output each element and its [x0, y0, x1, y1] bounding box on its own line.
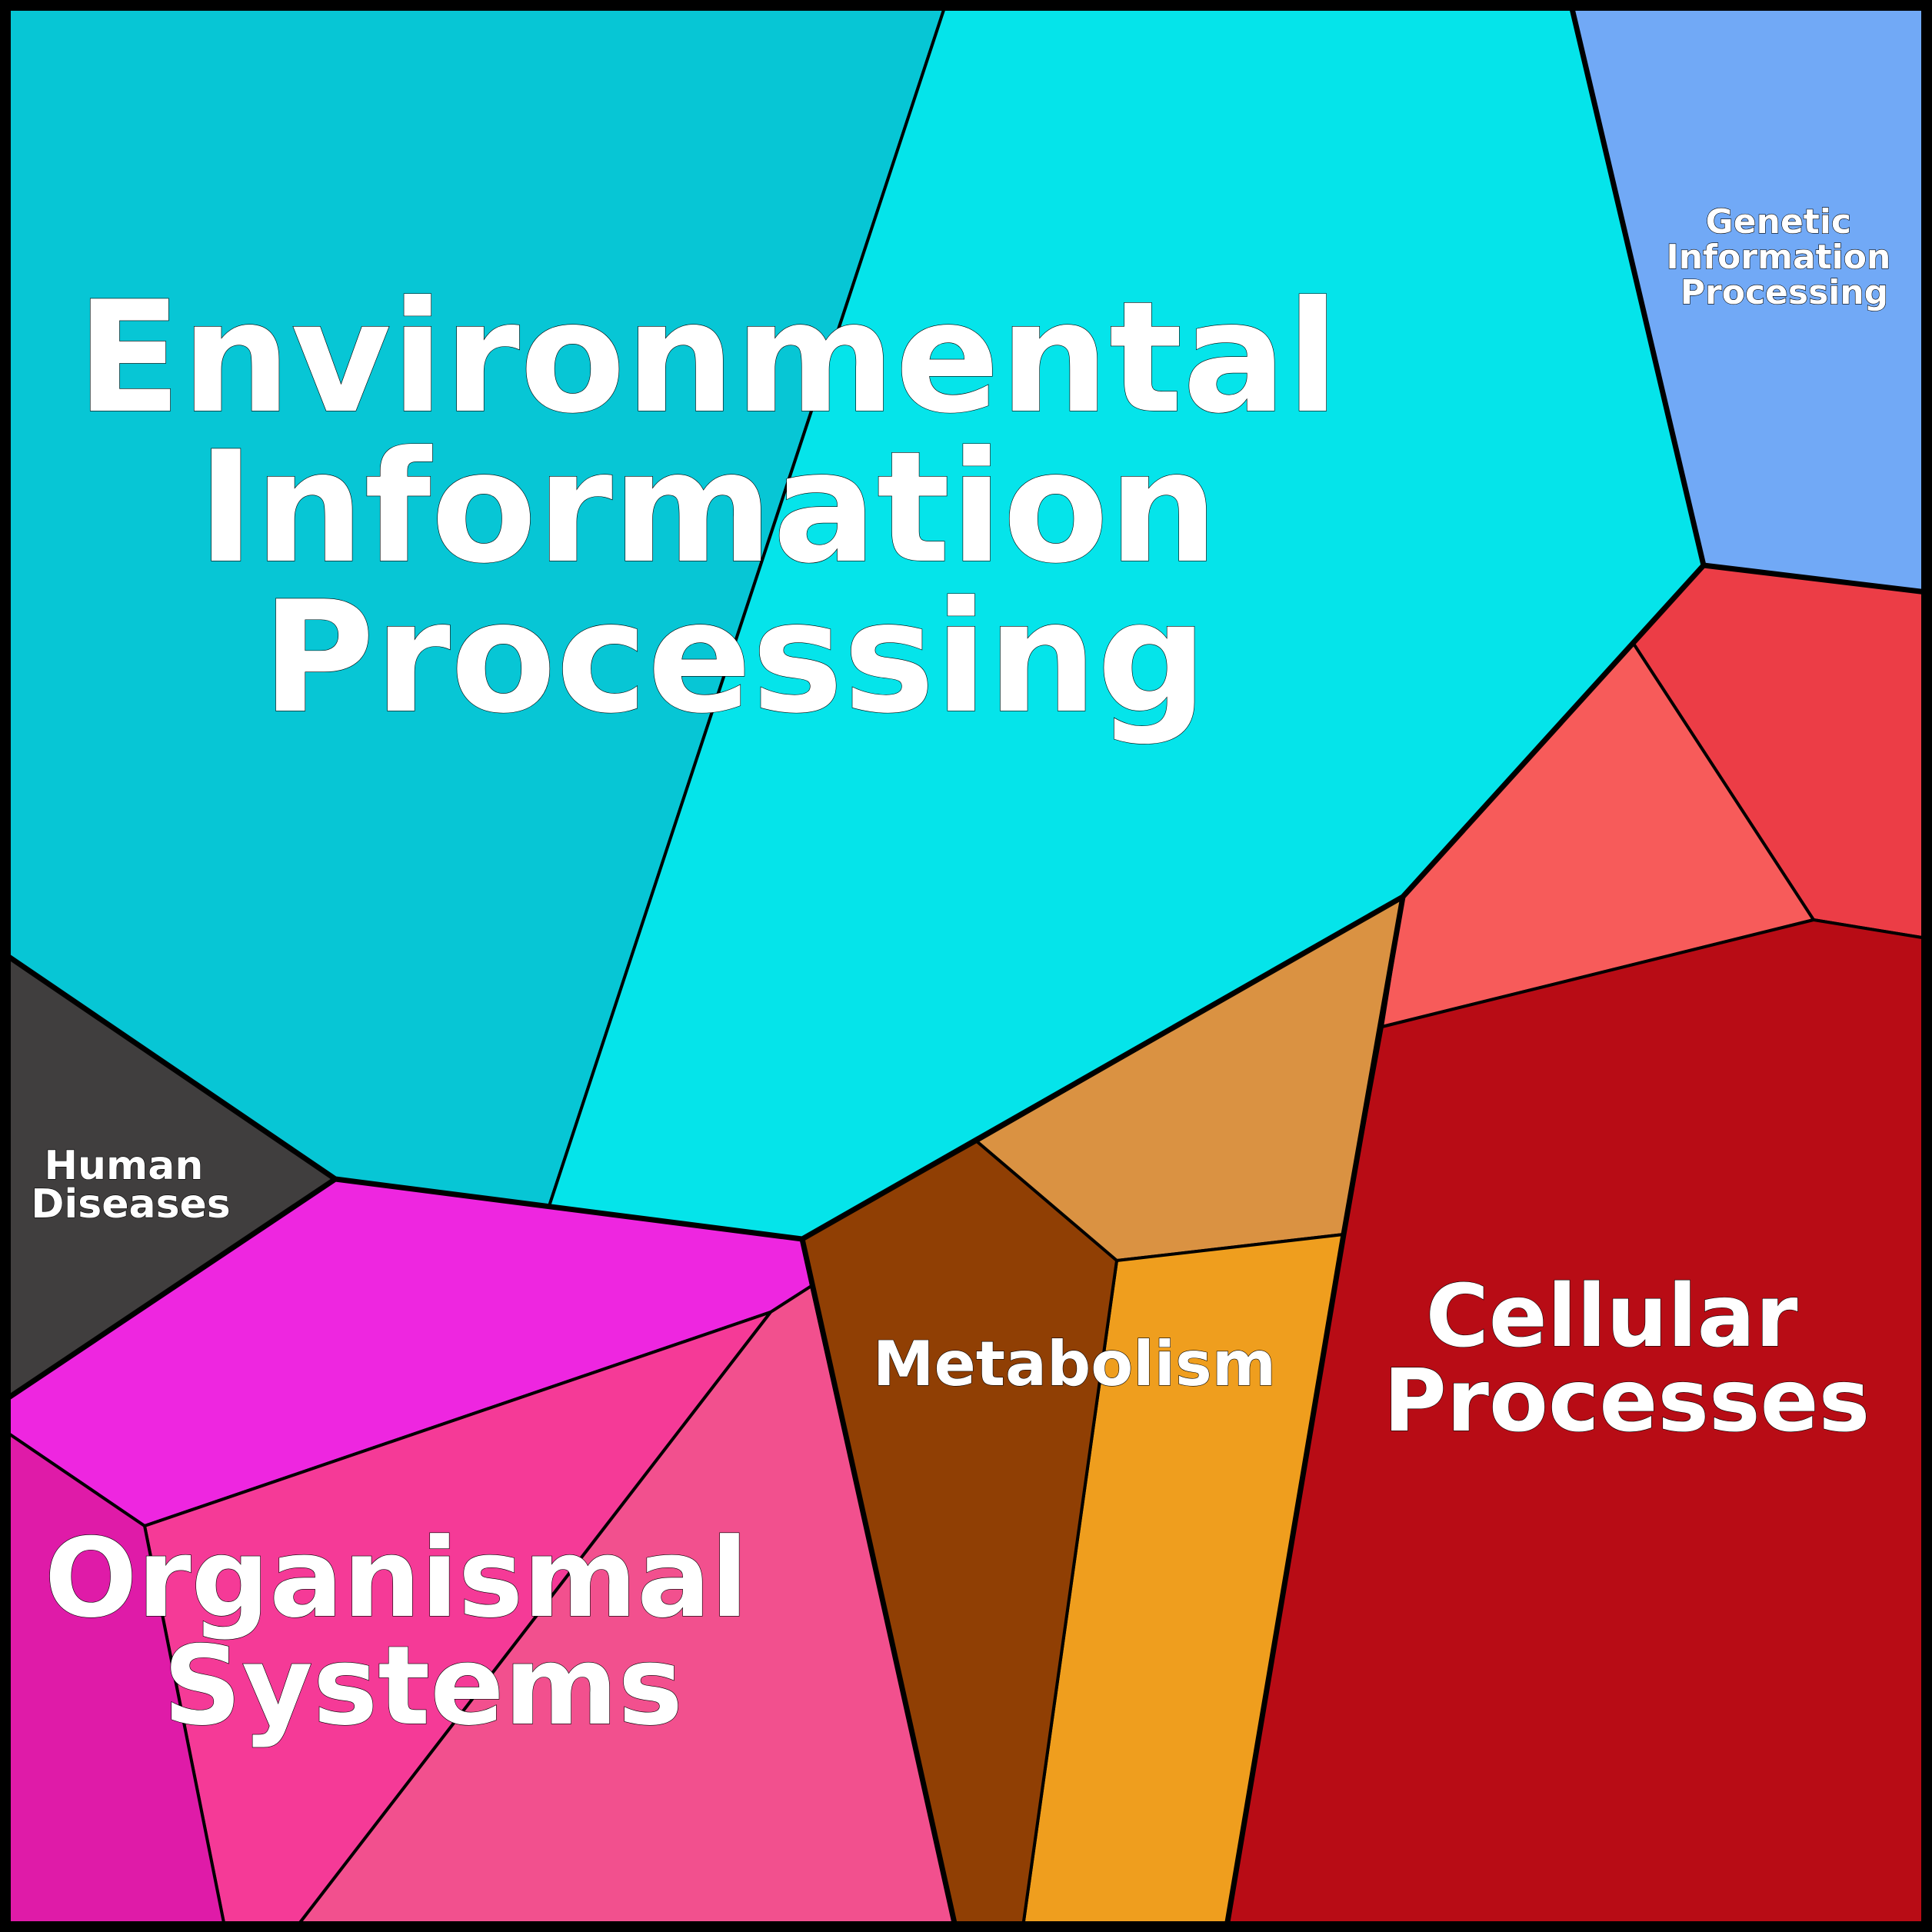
group-boundary: [4, 1177, 337, 1402]
group-boundary: [1224, 896, 1406, 1927]
label-environmental: Environmental Information Processing: [76, 268, 1393, 748]
label-cellular: Cellular Processes: [1384, 1267, 1870, 1451]
group-boundary: [799, 1238, 958, 1927]
label-metabolism: Metabolism: [873, 1328, 1276, 1400]
label-human-diseases: Human Diseases: [31, 1143, 230, 1227]
label-organismal: Organismal Systems: [45, 1515, 786, 1750]
label-genetic: Genetic Information Processing: [1666, 202, 1902, 312]
